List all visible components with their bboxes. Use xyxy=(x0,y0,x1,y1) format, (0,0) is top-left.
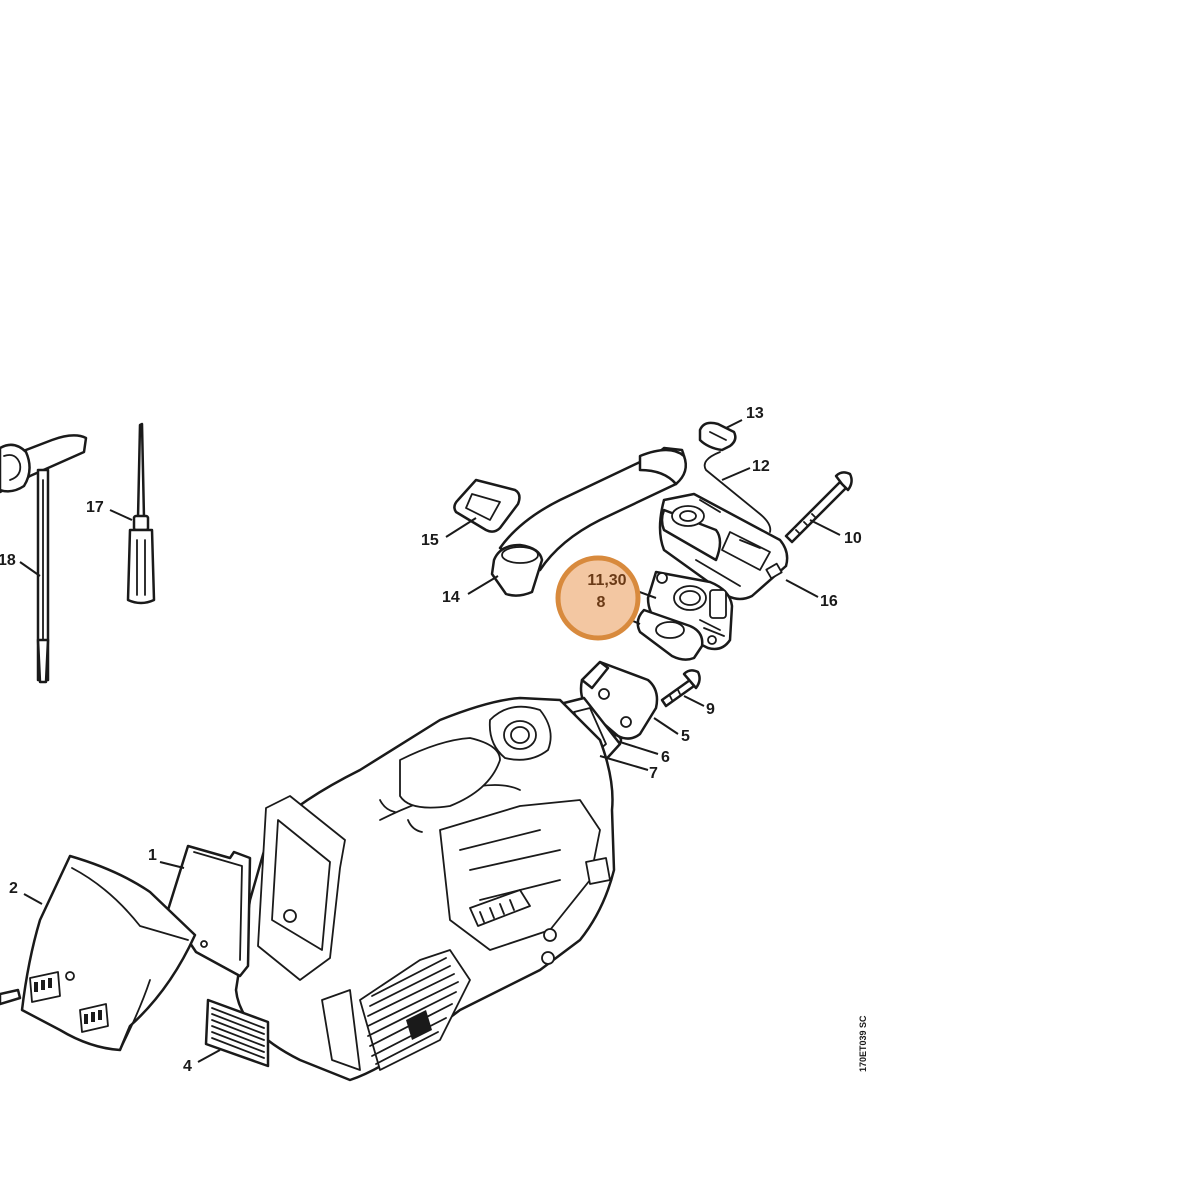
label-part-7: 7 xyxy=(649,765,658,782)
screwdriver-drawing xyxy=(126,422,156,605)
engine-housing-drawing xyxy=(234,696,616,1082)
part-9-screw-drawing xyxy=(660,669,701,708)
part-10-screw-drawing xyxy=(784,471,853,544)
part-15-flange-drawing xyxy=(453,478,521,533)
highlight-label-line1: 11,30 xyxy=(587,572,626,589)
part-4-grille-drawing xyxy=(204,998,270,1068)
drawing-code: 170ET039 SC xyxy=(858,1015,868,1072)
label-part-10: 10 xyxy=(844,530,862,547)
part-14-intake-hose-drawing xyxy=(490,446,687,597)
label-part-16: 16 xyxy=(820,593,838,610)
label-part-12: 12 xyxy=(752,458,770,475)
highlight-marker[interactable]: 11,30 8 xyxy=(555,555,641,641)
part-16-housing-drawing xyxy=(658,492,789,601)
highlight-label-line2: 8 xyxy=(597,594,606,611)
label-part-17: 17 xyxy=(86,499,104,516)
part-13-clip-drawing xyxy=(698,421,737,452)
part-labels: 13 12 10 15 14 16 9 5 6 7 1 2 4 17 18 xyxy=(0,405,862,1075)
label-part-1: 1 xyxy=(148,847,157,864)
label-part-14: 14 xyxy=(442,589,460,606)
part-8-gasket-drawing xyxy=(636,608,704,661)
label-part-6: 6 xyxy=(661,749,670,766)
label-part-13: 13 xyxy=(746,405,764,422)
part-12-rod-drawing xyxy=(703,451,772,533)
label-part-18: 18 xyxy=(0,552,16,569)
label-part-9: 9 xyxy=(706,701,715,718)
part-2-shroud-drawing xyxy=(0,854,197,1052)
label-part-2: 2 xyxy=(9,880,18,897)
combination-wrench-drawing xyxy=(0,434,88,684)
label-part-15: 15 xyxy=(421,532,439,549)
label-part-4: 4 xyxy=(183,1058,192,1075)
leader-lines xyxy=(19,419,841,1063)
label-part-5: 5 xyxy=(681,728,690,745)
